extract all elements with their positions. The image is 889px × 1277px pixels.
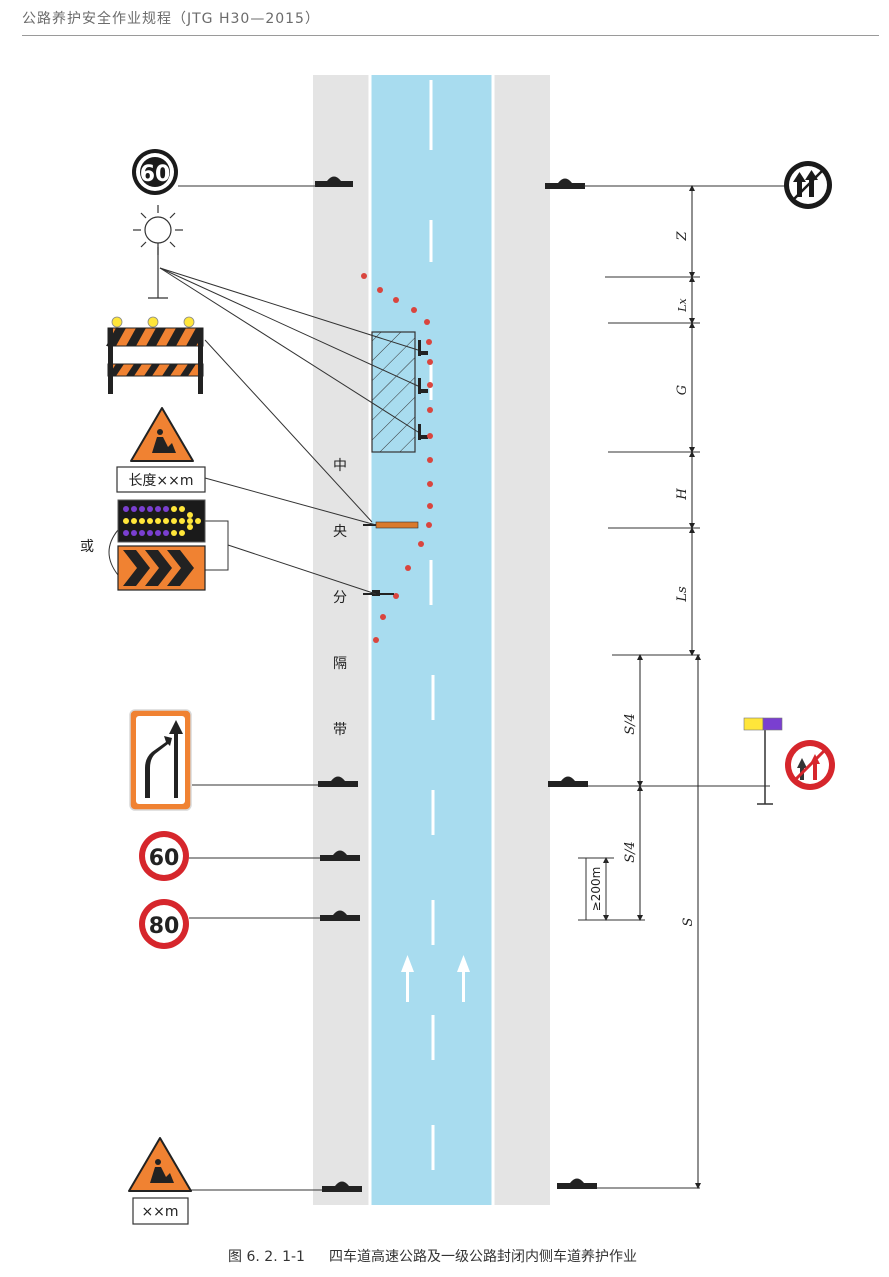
speed-limit-80-sign xyxy=(139,899,189,949)
min-distance-box xyxy=(585,857,607,921)
median-char: 央 xyxy=(333,524,347,540)
road-barrier xyxy=(375,521,419,529)
median-char: 分 xyxy=(333,590,347,606)
median-strip xyxy=(313,75,370,1205)
warning-light-markers xyxy=(418,340,428,440)
page-header: 公路养护安全作业规程（JTG H30—2015） xyxy=(22,11,320,27)
dim-z-label: Z xyxy=(675,231,690,242)
distance-plate-frame xyxy=(132,1197,189,1225)
dim-s-quarter-2-label: S/4 xyxy=(623,841,638,863)
lane-dashes xyxy=(429,80,435,1170)
dim-s-label: S xyxy=(681,917,696,926)
header-rule xyxy=(22,35,879,36)
dim-h-label: H xyxy=(675,488,690,501)
direction-arrows xyxy=(401,955,470,1002)
shoulder-strip xyxy=(493,75,550,1205)
median-char: 带 xyxy=(333,722,347,738)
leader-lines xyxy=(159,185,790,1191)
chevron-board xyxy=(117,545,206,591)
road-work-warning-sign-top xyxy=(130,407,194,462)
speed-limit-60-sign xyxy=(139,831,189,881)
work-area xyxy=(371,331,416,453)
dim-g-label: G xyxy=(675,385,690,395)
figure-caption: 图 6. 2. 1-1 四车道高速公路及一级公路封闭内侧车道养护作业 xyxy=(0,1246,889,1266)
sign-bases xyxy=(315,176,597,1192)
speed-limit-80-value: 80 xyxy=(149,914,180,939)
distance-plate-text: ××m xyxy=(141,1204,178,1220)
dim-min-200-label: ≥200m xyxy=(589,867,603,912)
dimension-lines xyxy=(603,185,701,1189)
median-char: 中 xyxy=(333,458,347,474)
road-work-warning-sign-bottom xyxy=(128,1137,192,1192)
arrow-light-board xyxy=(117,499,206,543)
warning-lamp-sign xyxy=(133,205,183,299)
lane-closed-ahead-sign xyxy=(129,709,192,811)
dim-lx-label: Lx xyxy=(676,297,689,312)
or-bracket xyxy=(108,529,119,576)
or-label: 或 xyxy=(80,539,94,555)
traffic-cones xyxy=(361,273,433,643)
length-plate-text: 长度××m xyxy=(128,473,193,489)
caption-number: 图 6. 2. 1-1 xyxy=(228,1249,305,1265)
speed-limit-60-value: 60 xyxy=(149,846,180,871)
barricade-sign xyxy=(106,316,204,394)
dim-s-quarter-1-label: S/4 xyxy=(623,713,638,735)
end-no-overtaking-sign xyxy=(784,161,832,209)
dim-ls-label: Ls xyxy=(675,586,690,603)
median-char: 隔 xyxy=(333,656,347,672)
length-plate-frame xyxy=(116,466,206,493)
no-overtaking-sign xyxy=(743,717,835,805)
speed-limit-60-top-value: 60 xyxy=(140,162,171,187)
speed-limit-60-top-sign xyxy=(132,149,178,195)
caption-text: 四车道高速公路及一级公路封闭内侧车道养护作业 xyxy=(328,1249,637,1265)
